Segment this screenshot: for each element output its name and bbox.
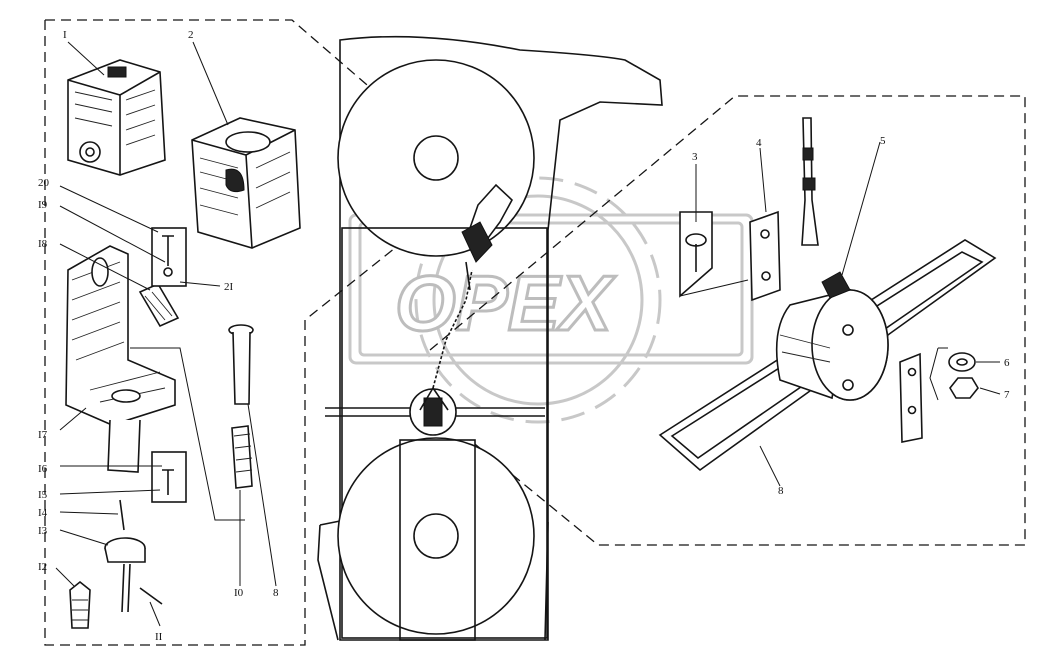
watermark: OPEX xyxy=(348,176,754,424)
callout-12: I2 xyxy=(38,561,47,573)
part-5-drill-bit xyxy=(801,117,819,246)
leader-lines xyxy=(55,41,1001,627)
part-1-housing xyxy=(67,59,166,176)
part-13-knob xyxy=(104,499,146,613)
part-10-sleeve xyxy=(231,425,253,489)
callout-2: 2 xyxy=(188,29,194,41)
callout-14: I4 xyxy=(38,507,48,519)
part-12-screw xyxy=(69,580,91,629)
callout-8-right: 8 xyxy=(778,485,784,497)
callout-16: I6 xyxy=(38,463,48,475)
callout-1: I xyxy=(63,29,67,41)
lower-wheel-hub xyxy=(413,513,459,559)
callout-18: I8 xyxy=(38,238,48,250)
callout-21: 2I xyxy=(224,281,234,293)
part-3-bolt-plate xyxy=(679,211,749,298)
part-2-housing xyxy=(191,117,301,249)
part-9-pin xyxy=(228,324,254,405)
callout-10: I0 xyxy=(234,587,244,599)
callout-20: 20 xyxy=(38,177,50,189)
callout-15: I5 xyxy=(38,489,48,501)
upper-wheel-hub xyxy=(413,135,459,181)
part-4-plate xyxy=(749,210,781,302)
part-15-screw-box xyxy=(151,451,187,503)
left-dashed-frame xyxy=(44,19,501,646)
part-18-sleeve xyxy=(138,282,180,328)
part-5-spool xyxy=(775,271,889,401)
callout-6: 6 xyxy=(1004,357,1010,369)
callout-4: 4 xyxy=(756,137,762,149)
callout-17: I7 xyxy=(38,429,48,441)
watermark-text: OPEX xyxy=(395,259,616,347)
band-saw-frame xyxy=(317,35,663,641)
callout-labels: I 2 20 I9 I8 2I I7 I6 I5 I4 I3 I2 II I0 … xyxy=(38,29,1010,643)
callout-19: I9 xyxy=(38,199,48,211)
right-dashed-frame xyxy=(429,95,1026,546)
callout-5: 5 xyxy=(880,135,886,147)
callout-7: 7 xyxy=(1004,389,1010,401)
watermark-gear xyxy=(414,176,662,424)
callout-8-left: 8 xyxy=(273,587,279,599)
callout-11: II xyxy=(155,631,163,643)
part-6-7-plate xyxy=(899,347,979,443)
callout-13: I3 xyxy=(38,525,48,537)
callout-3: 3 xyxy=(692,151,698,163)
